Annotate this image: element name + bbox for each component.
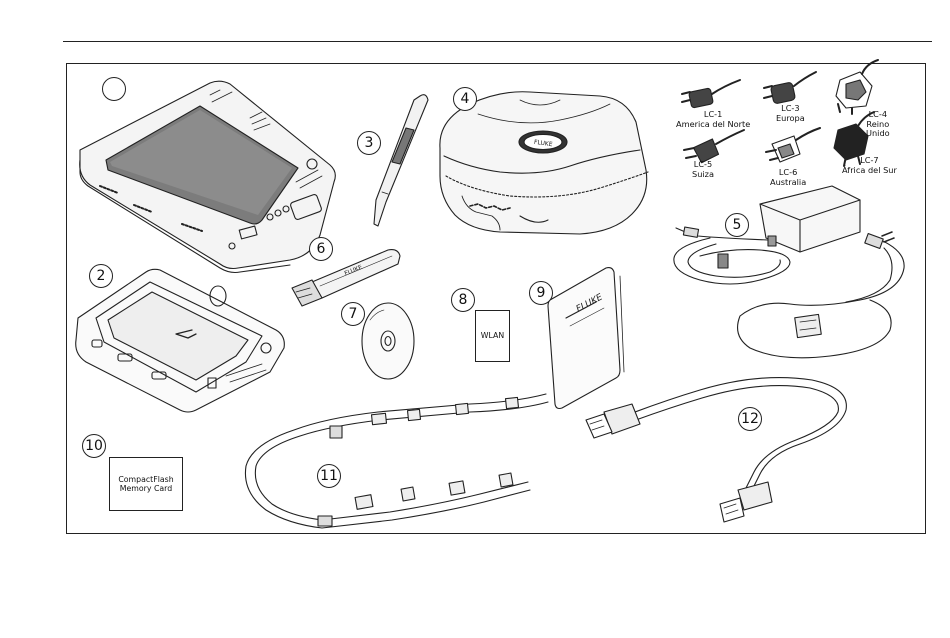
plug-label-lc3: LC-3 Europa bbox=[776, 104, 805, 123]
manual-drawing bbox=[548, 268, 624, 409]
carrying-case-drawing bbox=[440, 92, 648, 234]
plug-label-lc6: LC-6 Australia bbox=[770, 168, 806, 187]
wlan-card-label: WLAN bbox=[481, 331, 504, 341]
callout-2: 2 bbox=[89, 264, 113, 288]
plug-label-lc5: LC-5 Suiza bbox=[692, 160, 714, 179]
callout-12: 12 bbox=[738, 407, 762, 431]
plug-lc5-drawing bbox=[684, 130, 744, 164]
callout-7: 7 bbox=[341, 302, 365, 326]
plug-lc6-drawing bbox=[766, 128, 820, 162]
plug-label-lc7: LC-7 África del Sur bbox=[842, 156, 897, 175]
compactflash-card-line2: Memory Card bbox=[120, 484, 172, 493]
stylus-drawing bbox=[374, 95, 428, 226]
plug-lc3-drawing bbox=[764, 72, 816, 104]
plug-label-lc4: LC-4 Reino Unido bbox=[866, 110, 890, 139]
callout-8: 8 bbox=[451, 288, 475, 312]
holster-drawing bbox=[76, 269, 285, 412]
plug-region-lc1: America del Norte bbox=[676, 120, 750, 130]
callout-5: 5 bbox=[725, 213, 749, 237]
compactflash-card-line1: CompactFlash bbox=[118, 475, 173, 484]
plug-region-lc5: Suiza bbox=[692, 170, 714, 180]
analyzer-device-drawing bbox=[80, 81, 336, 272]
compactflash-card-label: CompactFlash Memory Card bbox=[118, 475, 173, 494]
plug-lc4-drawing bbox=[836, 60, 878, 114]
ethernet-cable-drawing bbox=[586, 378, 846, 522]
shoulder-strap-drawing bbox=[245, 394, 548, 528]
plug-region-lc3: Europa bbox=[776, 114, 805, 124]
callout-9: 9 bbox=[529, 281, 553, 305]
usb-adapter-drawing bbox=[292, 250, 400, 306]
callout-3: 3 bbox=[357, 131, 381, 155]
callout-1 bbox=[102, 77, 126, 101]
callout-11: 11 bbox=[317, 464, 341, 488]
wlan-card-box: WLAN bbox=[475, 310, 510, 362]
callout-6: 6 bbox=[309, 237, 333, 261]
plug-region-lc7: África del Sur bbox=[842, 166, 897, 176]
ac-adapter-drawing bbox=[674, 186, 904, 358]
plug-region-lc6: Australia bbox=[770, 178, 806, 188]
cd-drawing bbox=[362, 303, 414, 379]
plug-label-lc1: LC-1 America del Norte bbox=[676, 110, 750, 129]
plug-region-lc4-line2: Unido bbox=[866, 129, 890, 139]
callout-4: 4 bbox=[453, 87, 477, 111]
callout-10: 10 bbox=[82, 434, 106, 458]
compactflash-card-box: CompactFlash Memory Card bbox=[109, 457, 183, 511]
plug-lc1-drawing bbox=[682, 80, 740, 108]
